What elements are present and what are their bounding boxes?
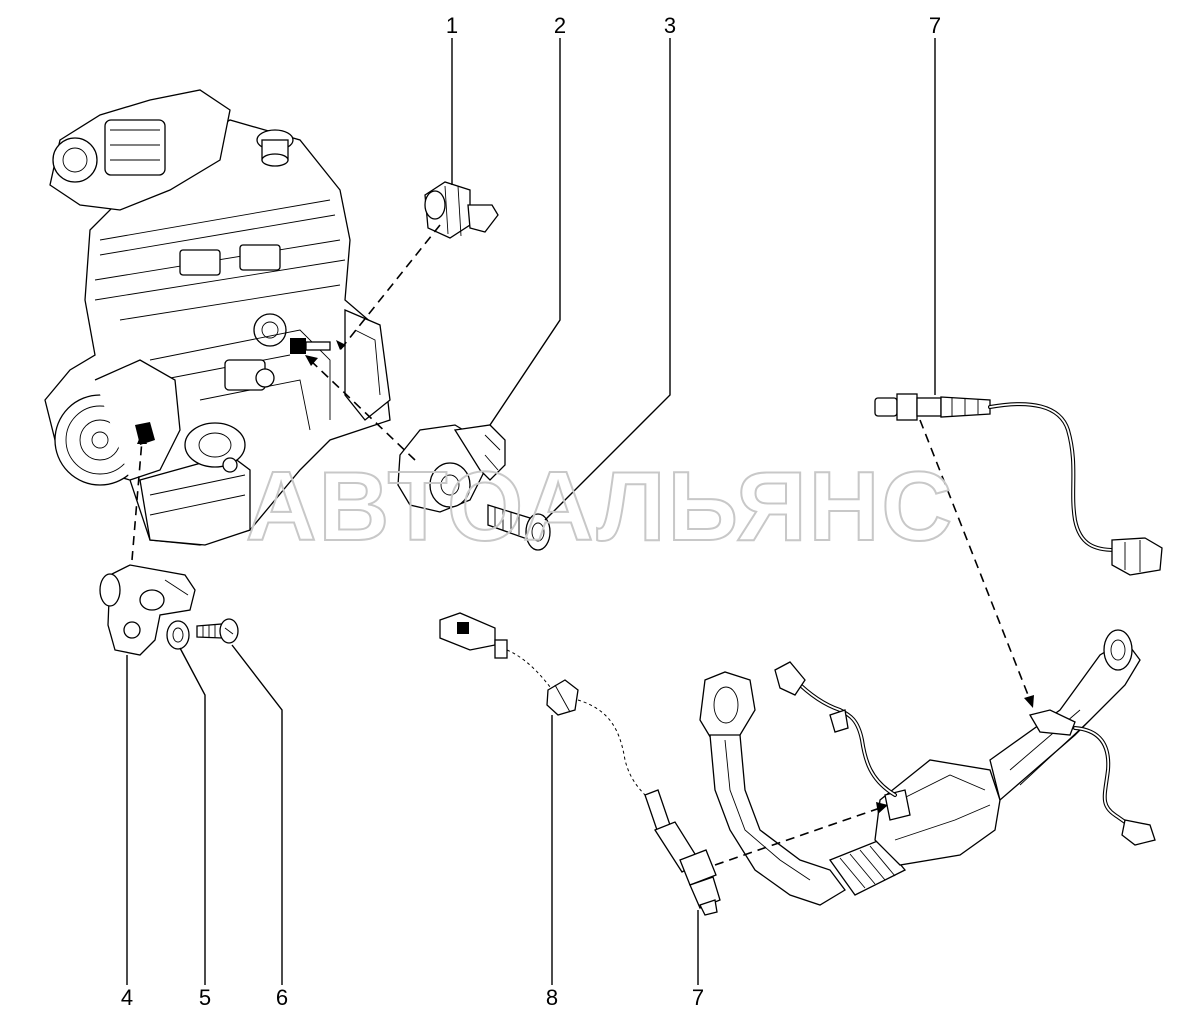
oxygen-sensor-upper (874, 393, 1163, 576)
callout-labels: 1 2 3 7 4 5 6 8 7 (121, 13, 941, 1010)
callout-4: 4 (121, 985, 133, 1010)
callout-7-bottom: 7 (692, 985, 704, 1010)
callout-2: 2 (554, 13, 566, 38)
engine-assembly (44, 89, 391, 546)
knock-sensor (397, 424, 506, 513)
washer (166, 620, 190, 650)
oxygen-sensor-lower (644, 789, 721, 916)
oil-pressure-sensor (424, 181, 499, 239)
exhaust-catalyst (699, 629, 1156, 906)
leader-lines (126, 38, 936, 985)
wiring-harness-clip (439, 612, 651, 801)
callout-3: 3 (664, 13, 676, 38)
screw (196, 618, 239, 644)
callout-7-top: 7 (929, 13, 941, 38)
callout-8: 8 (546, 985, 558, 1010)
callout-5: 5 (199, 985, 211, 1010)
crankshaft-position-sensor (99, 564, 196, 656)
callout-6: 6 (276, 985, 288, 1010)
callout-1: 1 (446, 13, 458, 38)
assembly-guide-lines (131, 224, 1034, 866)
watermark-text: АВТОАЛЬЯНС (246, 451, 954, 561)
knock-sensor-bolt (487, 504, 551, 551)
